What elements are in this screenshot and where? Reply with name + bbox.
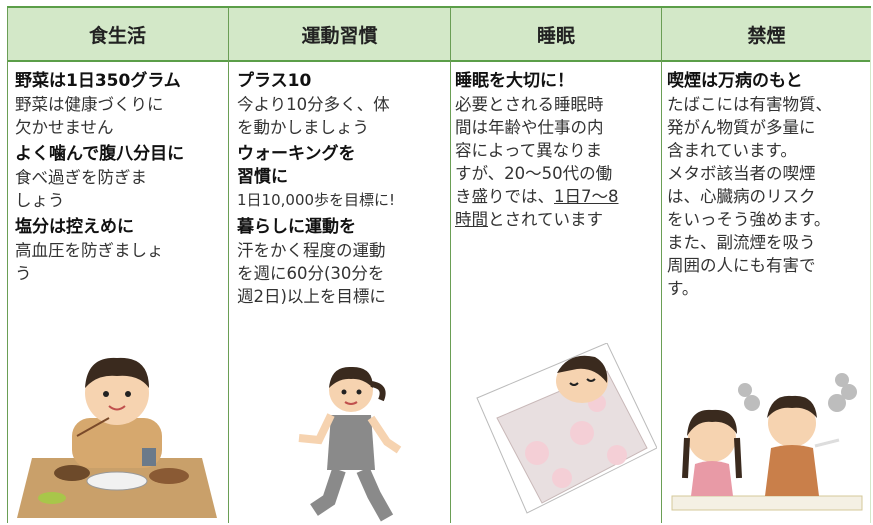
divider — [661, 8, 662, 523]
sleep-heading: 睡眠を大切に！ — [455, 71, 574, 91]
exercise-heading-plus10: プラス10 — [237, 71, 312, 91]
divider — [7, 8, 8, 523]
header-smoking: 禁煙 — [747, 24, 786, 47]
smoking-heading: 喫煙は万病のもと — [667, 71, 803, 91]
exercise-text-plus10: 今より10分多く、体を動かしましょう — [237, 95, 390, 137]
exercise-text-daily: 汗をかく程度の運動を週に60分(30分を週2日)以上を目標に — [237, 241, 386, 306]
smoking-column: 喫煙は万病のもと たばこには有害物質、発がん物質が多量に含まれています。メタボ該… — [667, 70, 871, 304]
header-sleep: 睡眠 — [536, 24, 575, 47]
exercise-column: プラス10 今より10分多く、体を動かしましょう ウォーキングを習慣に 1日10… — [237, 70, 447, 312]
divider — [450, 8, 451, 523]
divider — [870, 8, 871, 523]
sleep-column: 睡眠を大切に！ 必要とされる睡眠時間は年齢や仕事の内容によって異なりますが、20… — [455, 70, 660, 235]
diet-heading-salt: 塩分は控えめに — [15, 217, 134, 237]
divider — [228, 8, 229, 523]
sleeping-illustration — [476, 343, 657, 514]
diet-column: 野菜は1日350グラム 野菜は健康づくりに欠かせません よく噛んで腹八分目に 食… — [15, 70, 225, 289]
header-exercise: 運動習慣 — [301, 24, 378, 47]
diet-text-salt: 高血圧を防ぎましょう — [15, 241, 164, 283]
eating-boy-illustration — [17, 357, 217, 518]
diet-text-chewing: 食べ過ぎを防ぎましょう — [15, 168, 147, 210]
diet-heading-vegetables: 野菜は1日350グラム — [15, 71, 181, 91]
table-header: 食生活 運動習慣 睡眠 禁煙 — [7, 8, 871, 62]
smoking-text: たばこには有害物質、発がん物質が多量に含まれています。メタボ該当者の喫煙は、心臓… — [667, 95, 832, 298]
smoking-illustration — [671, 373, 863, 511]
exercise-heading-daily: 暮らしに運動を — [237, 217, 356, 237]
exercise-heading-walking: ウォーキングを習慣に — [237, 144, 356, 187]
diet-text-vegetables: 野菜は健康づくりに欠かせません — [15, 95, 164, 137]
sleep-text: 必要とされる睡眠時間は年齢や仕事の内容によって異なりますが、20～50代の働き盛… — [455, 95, 619, 229]
running-girl-illustration — [298, 366, 402, 522]
diet-heading-chewing: よく噛んで腹八分目に — [15, 144, 185, 164]
health-habits-table: 食生活 運動習慣 睡眠 禁煙 野菜は1日350グラム 野菜は健康づくりに欠かせま… — [7, 6, 871, 523]
exercise-text-walking: 1日10,000歩を目標に! — [237, 191, 396, 209]
header-diet: 食生活 — [88, 24, 146, 47]
